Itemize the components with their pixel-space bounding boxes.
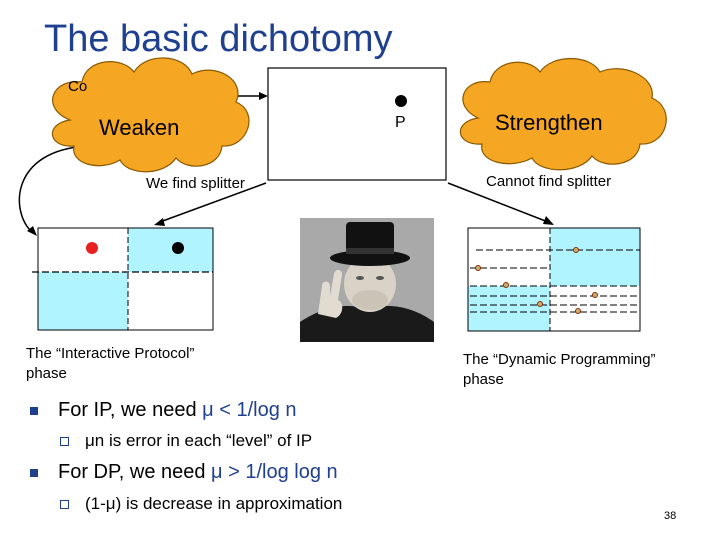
- hollow-square-bullet-icon: [60, 500, 69, 510]
- bullet-dp-prefix: For DP, we need: [58, 461, 212, 483]
- bullet-ip-math: μ < 1/log n: [202, 399, 297, 421]
- curved-arrow-left-head: [27, 226, 37, 236]
- weaken-cloud: [51, 57, 250, 173]
- arrow-box-to-left-grid: [159, 182, 267, 223]
- right-grid-point-6: [575, 308, 581, 314]
- arrow-co-to-box-head: [259, 92, 268, 100]
- weaken-label: Weaken: [99, 115, 180, 140]
- central-point-dot: [395, 95, 407, 107]
- condition-label: Co: [68, 78, 88, 95]
- sub-bullet-dp: (1-μ) is decrease in approximation: [60, 494, 342, 514]
- portrait-photo: [300, 218, 434, 342]
- central-box: [267, 67, 447, 181]
- left-grid-red-point: [86, 242, 98, 254]
- bullet-dp-math: μ > 1/log log n: [211, 461, 338, 483]
- cannot-find-splitter-label: Cannot find splitter: [486, 173, 612, 190]
- bullet-dp: For DP, we need μ > 1/log log n: [30, 461, 338, 484]
- curved-arrow-left: [18, 145, 89, 233]
- point-label: P: [395, 114, 406, 131]
- arrow-box-to-right-grid: [447, 182, 549, 223]
- man-in-top-hat-icon: [300, 218, 434, 342]
- page-number: 38: [664, 510, 677, 522]
- sub-bullet-ip-text: μn is error in each “level” of IP: [85, 431, 313, 450]
- square-bullet-icon: [30, 468, 38, 477]
- slide-title: The basic dichotomy: [44, 18, 393, 60]
- bullet-ip: For IP, we need μ < 1/log n: [30, 399, 297, 422]
- bullet-ip-prefix: For IP, we need: [58, 399, 203, 421]
- right-grid-point-1: [573, 247, 579, 253]
- left-grid-black-point: [172, 242, 184, 254]
- dp-phase-line-2: phase: [463, 371, 504, 388]
- sub-bullet-dp-text: (1-μ) is decrease in approximation: [85, 494, 343, 513]
- right-grid-point-2: [475, 265, 481, 271]
- right-grid: [467, 227, 641, 332]
- strengthen-label: Strengthen: [495, 110, 603, 135]
- left-grid: [32, 227, 214, 331]
- find-splitter-label: We find splitter: [146, 175, 245, 192]
- ip-phase-line-1: The “Interactive Protocol”: [26, 345, 195, 362]
- right-grid-point-4: [592, 292, 598, 298]
- ip-phase-caption: The “Interactive Protocol” phase: [26, 344, 194, 384]
- arrow-box-to-right-grid-head: [543, 216, 554, 225]
- arrow-box-to-left-grid-head: [154, 218, 165, 226]
- right-grid-point-5: [537, 301, 543, 307]
- sub-bullet-ip: μn is error in each “level” of IP: [60, 431, 312, 451]
- ip-phase-line-2: phase: [26, 365, 67, 382]
- dp-phase-caption: The “Dynamic Programming” phase: [463, 350, 656, 390]
- hollow-square-bullet-icon: [60, 437, 69, 447]
- strengthen-cloud: [459, 58, 667, 171]
- right-grid-point-3: [503, 282, 509, 288]
- dp-phase-line-1: The “Dynamic Programming”: [463, 351, 656, 368]
- square-bullet-icon: [30, 406, 38, 415]
